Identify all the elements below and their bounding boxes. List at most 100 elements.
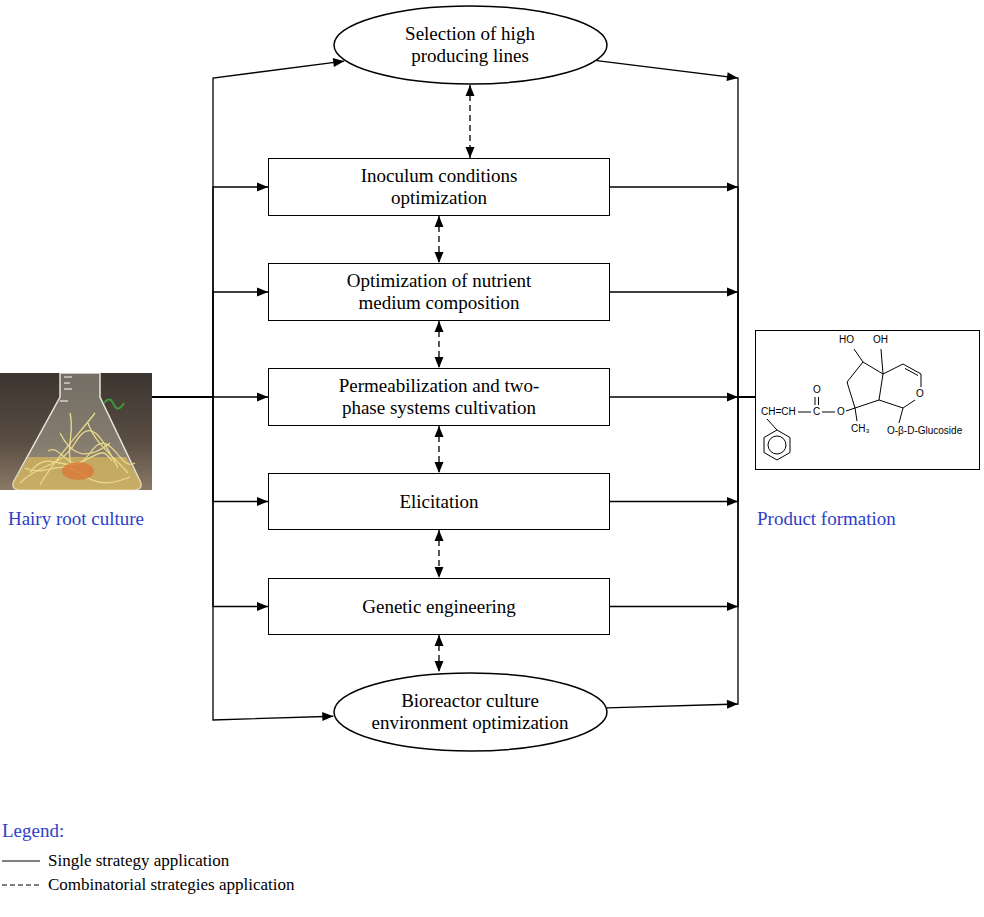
connector-line [152, 397, 333, 720]
photo-background [0, 373, 152, 490]
culture-photo-node: Hairy root culture [0, 373, 152, 530]
caption-text: Hairy root culture [8, 508, 144, 530]
legend-line [2, 860, 40, 861]
arrowhead [435, 462, 444, 473]
connector [435, 530, 444, 578]
caption-group: Hairy root culture [8, 508, 144, 530]
strategy-box: Elicitation [268, 473, 610, 530]
atom-label: O [916, 388, 924, 400]
legend-line [2, 884, 40, 885]
connector-line [610, 187, 755, 397]
arrowhead [435, 661, 444, 672]
arrowhead [435, 567, 444, 578]
atom-label: CH=CH [761, 406, 796, 418]
connector [610, 288, 755, 398]
arrowhead [466, 147, 475, 158]
arrowhead [727, 72, 738, 81]
root-clump [62, 462, 94, 480]
atom-label: CH₃ [851, 423, 870, 435]
flask-glass [13, 373, 141, 490]
connector [152, 397, 268, 611]
connector-line [607, 397, 755, 708]
connector [466, 85, 475, 158]
connector [435, 426, 444, 473]
connector-line [597, 61, 755, 397]
connector-line [152, 397, 268, 502]
photo-frame [0, 373, 152, 490]
connector-line [152, 397, 268, 607]
arrowhead [435, 357, 444, 368]
ellipse-shape [334, 673, 607, 751]
marker-writing [104, 399, 124, 408]
arrowhead [257, 288, 268, 297]
connector [152, 397, 333, 721]
atom-label: HO [839, 334, 854, 346]
connector [435, 321, 444, 368]
chemical-structure [755, 330, 980, 470]
flask-photo [0, 373, 152, 490]
connector [435, 635, 444, 672]
connector-line [610, 292, 755, 397]
atom-label: O-β-D-Glucoside [887, 425, 962, 437]
node-text: Inoculum conditions optimization [321, 165, 557, 209]
product-frame [755, 330, 980, 470]
legend-item: Combinatorial strategies application [2, 875, 294, 895]
legend-title: Legend: [2, 820, 64, 842]
strategy-ellipse: Bioreactor culture environment optimizat… [333, 672, 608, 752]
chemical-bonds [764, 349, 921, 460]
connector [607, 397, 755, 709]
atom-label: OH [873, 334, 888, 346]
connector [152, 397, 268, 506]
node-text: Selection of high producing lines [368, 23, 573, 67]
node-text: Genetic engineering [362, 596, 516, 618]
arrowhead [257, 393, 268, 402]
connector [435, 216, 444, 263]
arrowhead [727, 288, 738, 297]
caption-text: Product formation [757, 508, 896, 530]
connector [597, 61, 755, 397]
arrowhead [257, 183, 268, 192]
arrowhead [435, 252, 444, 263]
arrowhead [435, 530, 444, 541]
strategy-box: Permeabilization and two-phase systems c… [268, 368, 610, 426]
hairy-roots [20, 413, 135, 485]
node-text: Bioreactor culture environment optimizat… [368, 690, 573, 734]
connector [610, 183, 755, 398]
legend-sample [2, 855, 42, 867]
arrowhead [727, 700, 738, 709]
strategy-box: Optimization of nutrient medium composit… [268, 263, 610, 321]
atom-label: C [813, 406, 820, 418]
arrowhead [322, 712, 333, 721]
connector [610, 393, 755, 402]
legend-item: Single strategy application [2, 851, 229, 871]
ellipse-shape [334, 6, 607, 84]
atom-label: O [837, 406, 845, 418]
arrowhead [435, 321, 444, 332]
atom-label: O [813, 384, 821, 396]
connector-line [152, 292, 268, 397]
connector-line [152, 61, 344, 397]
node-text: Permeabilization and two-phase systems c… [321, 375, 557, 419]
legend-text: Single strategy application [48, 851, 229, 871]
legend-text: Combinatorial strategies application [48, 875, 294, 895]
arrowhead [435, 426, 444, 437]
connector [152, 58, 344, 397]
graduation-marks [60, 377, 72, 401]
connector [152, 183, 268, 398]
connector-line [152, 187, 268, 397]
arrowhead [435, 216, 444, 227]
node-text: Optimization of nutrient medium composit… [321, 270, 557, 314]
connector-line [610, 397, 755, 502]
strategy-box: Genetic engineering [268, 578, 610, 635]
arrowhead [727, 183, 738, 192]
strategy-ellipse: Selection of high producing lines [333, 5, 608, 85]
arrowhead [727, 497, 738, 506]
node-text: Elicitation [399, 491, 478, 513]
arrowhead [466, 85, 475, 96]
connector-line [610, 397, 755, 607]
arrowhead [257, 497, 268, 506]
arrowhead [727, 393, 738, 402]
connector [610, 397, 755, 506]
connector [610, 397, 755, 611]
